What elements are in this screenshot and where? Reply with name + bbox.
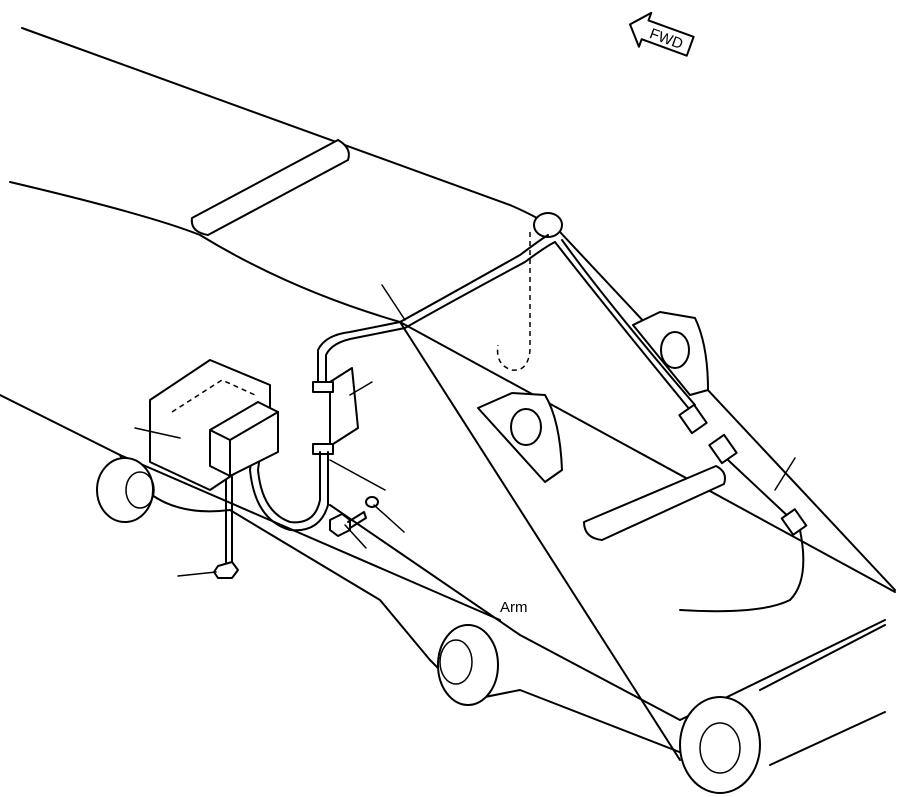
arm-side-outline [0,394,501,621]
arm-top-outline [21,27,896,591]
leader-line-wire [381,284,406,321]
connector-housing-a [678,403,708,435]
arm-label: Arm [500,599,528,616]
arm-bottom-edge [769,711,886,766]
tip-pin-boss [679,696,761,794]
spring-washer [365,496,379,508]
junction-box-hidden-edge [171,379,256,413]
wire-down-run-2 [249,451,329,532]
wire-harness-to-connector [554,241,691,411]
lead-to-tip [679,529,805,613]
wire-down-run [257,451,321,524]
front-boss-hole [510,408,542,446]
arm-lower-edge [329,504,681,721]
mid-reinforcement-bar [583,465,726,541]
junction-box-relay [209,401,279,477]
top-reinforcement-bar [190,139,350,236]
leader-line-bracket [349,381,373,396]
wire-harness-main [317,234,549,391]
mounting-bolt [329,511,367,537]
arm-upper-edge [9,181,896,593]
wire-clamp-lower [312,443,334,455]
lower-pin-hole-left [125,471,155,509]
leader-line-washer [373,504,405,533]
wire-clamp-upper [312,381,334,393]
mounting-bracket-plate [329,367,359,447]
leader-line-bracket-lower [329,459,386,491]
leader-line-bolt [344,524,367,549]
forward-direction-arrow: FWD [629,11,695,57]
leader-line-connector [774,457,796,491]
lower-pin-boss-left [96,457,154,523]
arm-tip-edge [759,624,886,691]
wire-harness-to-connector-2 [561,239,696,406]
arm-mid-ridge [399,321,681,761]
leader-line-nut [177,571,217,577]
tip-pin-hole [699,722,741,774]
hidden-hose-route [496,232,531,371]
arm-bottom-outline [119,454,701,761]
mounting-nut [213,561,239,579]
lower-pin-hole-mid [439,639,473,685]
connector-housing-b [708,433,738,465]
lower-pin-boss-mid [437,624,499,706]
connector-lead [727,459,793,521]
rear-boss-hole [660,331,690,369]
leader-line-box [134,427,181,439]
wire-harness-secondary [325,241,556,391]
wire-loop-clamp [533,212,563,238]
